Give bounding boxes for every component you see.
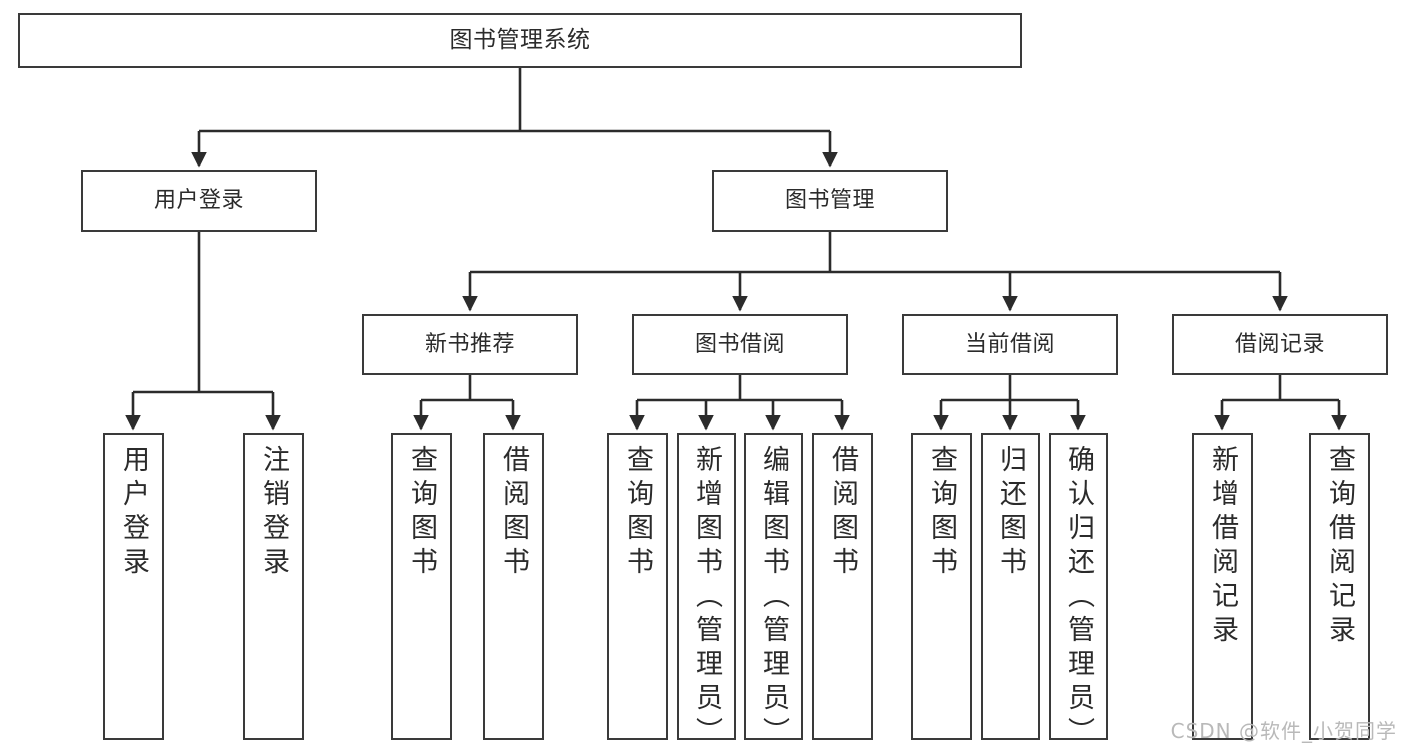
node-new-book-recommend[interactable]: 新书推荐 [362,314,578,375]
node-leaf-confirm-return-label: 确认归还（管理员） [1063,445,1094,747]
node-book-borrow[interactable]: 图书借阅 [632,314,848,375]
node-leaf-query-book-2[interactable]: 查询图书 [607,433,668,740]
node-leaf-return-book[interactable]: 归还图书 [981,433,1040,740]
node-root-label: 图书管理系统 [449,27,591,54]
node-current-borrow[interactable]: 当前借阅 [902,314,1118,375]
node-leaf-user-logout[interactable]: 注销登录 [243,433,304,740]
node-user-login[interactable]: 用户登录 [81,170,317,232]
node-leaf-query-book-2-label: 查询图书 [622,445,653,581]
node-new-book-recommend-label: 新书推荐 [424,331,515,357]
node-user-login-label: 用户登录 [153,188,244,214]
csdn-watermark: CSDN @软件_小贺同学 [1170,719,1397,743]
node-leaf-edit-book[interactable]: 编辑图书（管理员） [744,433,803,747]
node-leaf-user-login-label: 用户登录 [118,445,149,581]
node-leaf-query-record[interactable]: 查询借阅记录 [1309,433,1370,740]
node-book-manage-label: 图书管理 [784,188,875,214]
node-book-manage[interactable]: 图书管理 [712,170,948,232]
node-borrow-record[interactable]: 借阅记录 [1172,314,1388,375]
node-leaf-borrow-book-1-label: 借阅图书 [498,445,529,581]
node-leaf-add-book[interactable]: 新增图书（管理员） [677,433,736,747]
node-leaf-user-logout-label: 注销登录 [258,445,289,581]
node-leaf-query-book-3-label: 查询图书 [926,445,957,581]
node-current-borrow-label: 当前借阅 [964,331,1055,357]
node-borrow-record-label: 借阅记录 [1234,331,1325,357]
node-leaf-borrow-book-2-label: 借阅图书 [827,445,858,581]
node-root[interactable]: 图书管理系统 [18,13,1022,68]
node-leaf-user-login[interactable]: 用户登录 [103,433,164,740]
node-leaf-add-record-label: 新增借阅记录 [1207,445,1238,649]
node-leaf-borrow-book-2[interactable]: 借阅图书 [812,433,873,740]
node-leaf-add-record[interactable]: 新增借阅记录 [1192,433,1253,740]
node-leaf-query-book-1-label: 查询图书 [406,445,437,581]
node-leaf-return-book-label: 归还图书 [995,445,1026,581]
node-leaf-confirm-return[interactable]: 确认归还（管理员） [1049,433,1108,747]
node-leaf-query-record-label: 查询借阅记录 [1324,445,1355,649]
node-leaf-add-book-label: 新增图书（管理员） [691,445,722,747]
node-leaf-edit-book-label: 编辑图书（管理员） [758,445,789,747]
node-book-borrow-label: 图书借阅 [694,331,785,357]
node-leaf-borrow-book-1[interactable]: 借阅图书 [483,433,544,740]
node-leaf-query-book-1[interactable]: 查询图书 [391,433,452,740]
node-leaf-query-book-3[interactable]: 查询图书 [911,433,972,740]
